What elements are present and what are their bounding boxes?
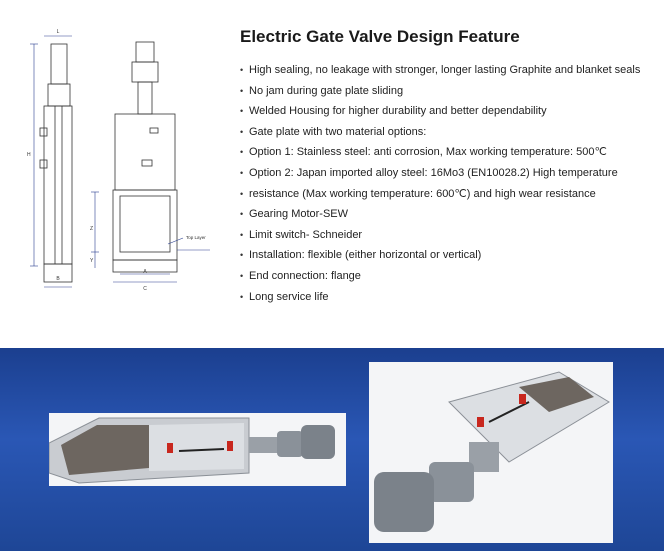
bullet-icon: •: [240, 106, 244, 117]
bullet-icon: •: [240, 85, 244, 96]
dim-label-a: A: [143, 269, 147, 275]
dim-label-b: B: [56, 276, 60, 282]
bullet-icon: •: [240, 167, 244, 178]
dim-label-z: Z: [90, 226, 93, 232]
feature-item: •Gate plate with two material options:: [240, 122, 660, 143]
feature-item: •resistance (Max working temperature: 60…: [240, 184, 660, 205]
feature-item: •No jam during gate plate sliding: [240, 81, 660, 102]
feature-item: •Option 2: Japan imported alloy steel: 1…: [240, 163, 660, 184]
page-title: Electric Gate Valve Design Feature: [240, 27, 520, 46]
bullet-icon: •: [240, 188, 244, 199]
bullet-icon: •: [240, 126, 244, 137]
bullet-icon: •: [240, 229, 244, 240]
front-opening: [119, 195, 171, 253]
feature-list: •High sealing, no leakage with stronger,…: [240, 60, 660, 307]
feature-item: •High sealing, no leakage with stronger,…: [240, 60, 660, 81]
bullet-icon: •: [240, 147, 244, 158]
dim-label-y: Y: [90, 258, 94, 264]
bullet-icon: •: [240, 270, 244, 281]
bullet-icon: •: [240, 65, 244, 75]
side-motor: [50, 43, 68, 85]
feature-item: •Long service life: [240, 287, 660, 308]
feature-item: •Gearing Motor-SEW: [240, 204, 660, 225]
technical-drawing: L H B Z Y A C Top Layer: [27, 29, 210, 292]
feature-item: •End connection: flange: [240, 266, 660, 287]
dim-label-c: C: [143, 286, 147, 292]
feature-item: •Limit switch- Schneider: [240, 225, 660, 246]
bullet-icon: •: [240, 250, 244, 261]
front-motor: [135, 41, 155, 63]
bullet-icon: •: [240, 209, 244, 220]
top-layer-label: Top Layer: [186, 235, 206, 240]
feature-item: •Installation: flexible (either horizont…: [240, 245, 660, 266]
feature-item: •Welded Housing for higher durability an…: [240, 101, 660, 122]
product-photo-horizontal: [49, 413, 346, 486]
feature-item: •Option 1: Stainless steel: anti corrosi…: [240, 142, 660, 163]
bullet-icon: •: [240, 291, 244, 302]
front-flange: [112, 189, 178, 261]
dim-label-h: H: [27, 152, 31, 158]
dim-label-l: L: [57, 29, 60, 35]
product-photo-vertical: [369, 362, 613, 543]
front-housing: [114, 113, 176, 191]
side-housing: [43, 105, 73, 265]
